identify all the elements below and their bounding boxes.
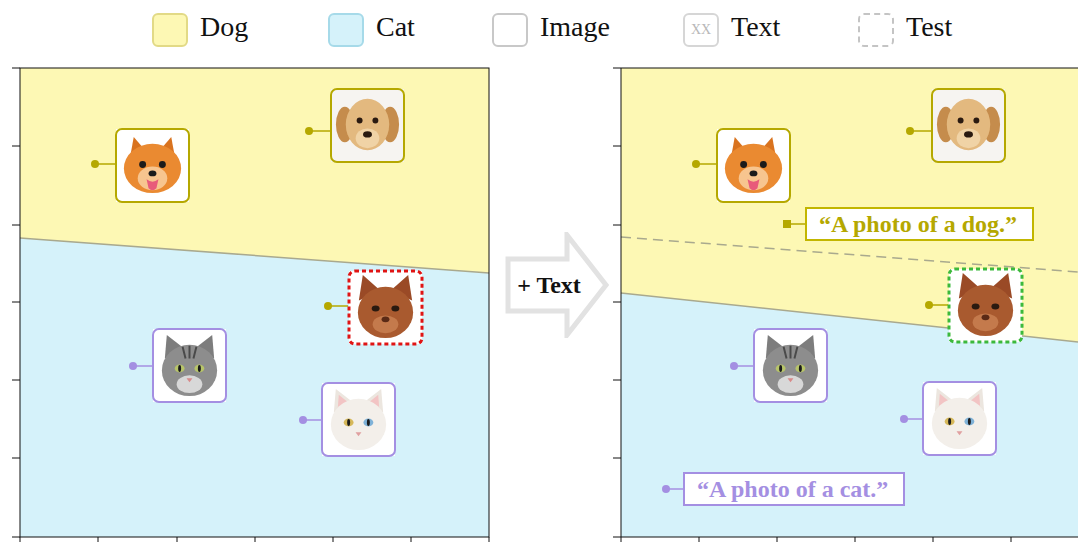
legend-label: Dog — [200, 11, 248, 43]
cat-image — [900, 382, 996, 455]
node-text: “A photo of a cat.” — [697, 476, 888, 503]
text-marker — [662, 485, 683, 493]
test-image — [324, 271, 422, 344]
decision-boundary — [20, 238, 489, 273]
legend-swatch: XX — [683, 13, 719, 47]
dog-image — [906, 89, 1005, 162]
text-prompt-box: “A photo of a cat.” — [683, 472, 905, 506]
block-arrow: + Text — [505, 232, 609, 338]
cat-region — [20, 238, 489, 537]
legend-swatch — [152, 13, 188, 47]
cat-image — [299, 383, 395, 456]
legend-label: Image — [540, 11, 610, 43]
legend-swatch — [328, 13, 364, 47]
legend-swatch — [492, 13, 528, 47]
axis-ticks — [12, 68, 489, 542]
dog-image — [305, 89, 404, 162]
node-text: “A photo of a dog.” — [819, 211, 1017, 238]
right-panel — [613, 68, 1078, 542]
old-boundary — [621, 237, 1078, 272]
legend-label: Text — [731, 11, 780, 43]
arrow-outline — [508, 235, 606, 335]
dog-region — [621, 68, 1078, 342]
left-panel — [12, 68, 489, 542]
legend-label: Cat — [376, 11, 415, 43]
legend-swatch — [858, 13, 894, 47]
dog-region — [20, 68, 489, 273]
text-prompt-box: “A photo of a dog.” — [805, 207, 1034, 241]
cat-image — [129, 329, 226, 402]
cat-image — [730, 329, 827, 402]
dog-image — [91, 129, 189, 202]
plot-frame — [20, 68, 489, 537]
legend-label: Test — [906, 11, 952, 43]
dog-image — [692, 129, 790, 202]
text-marker — [783, 220, 805, 228]
plot-frame — [621, 68, 1078, 537]
text-sample-label: XX — [691, 22, 711, 38]
test-image — [925, 269, 1022, 342]
node-text: + Text — [517, 272, 581, 299]
